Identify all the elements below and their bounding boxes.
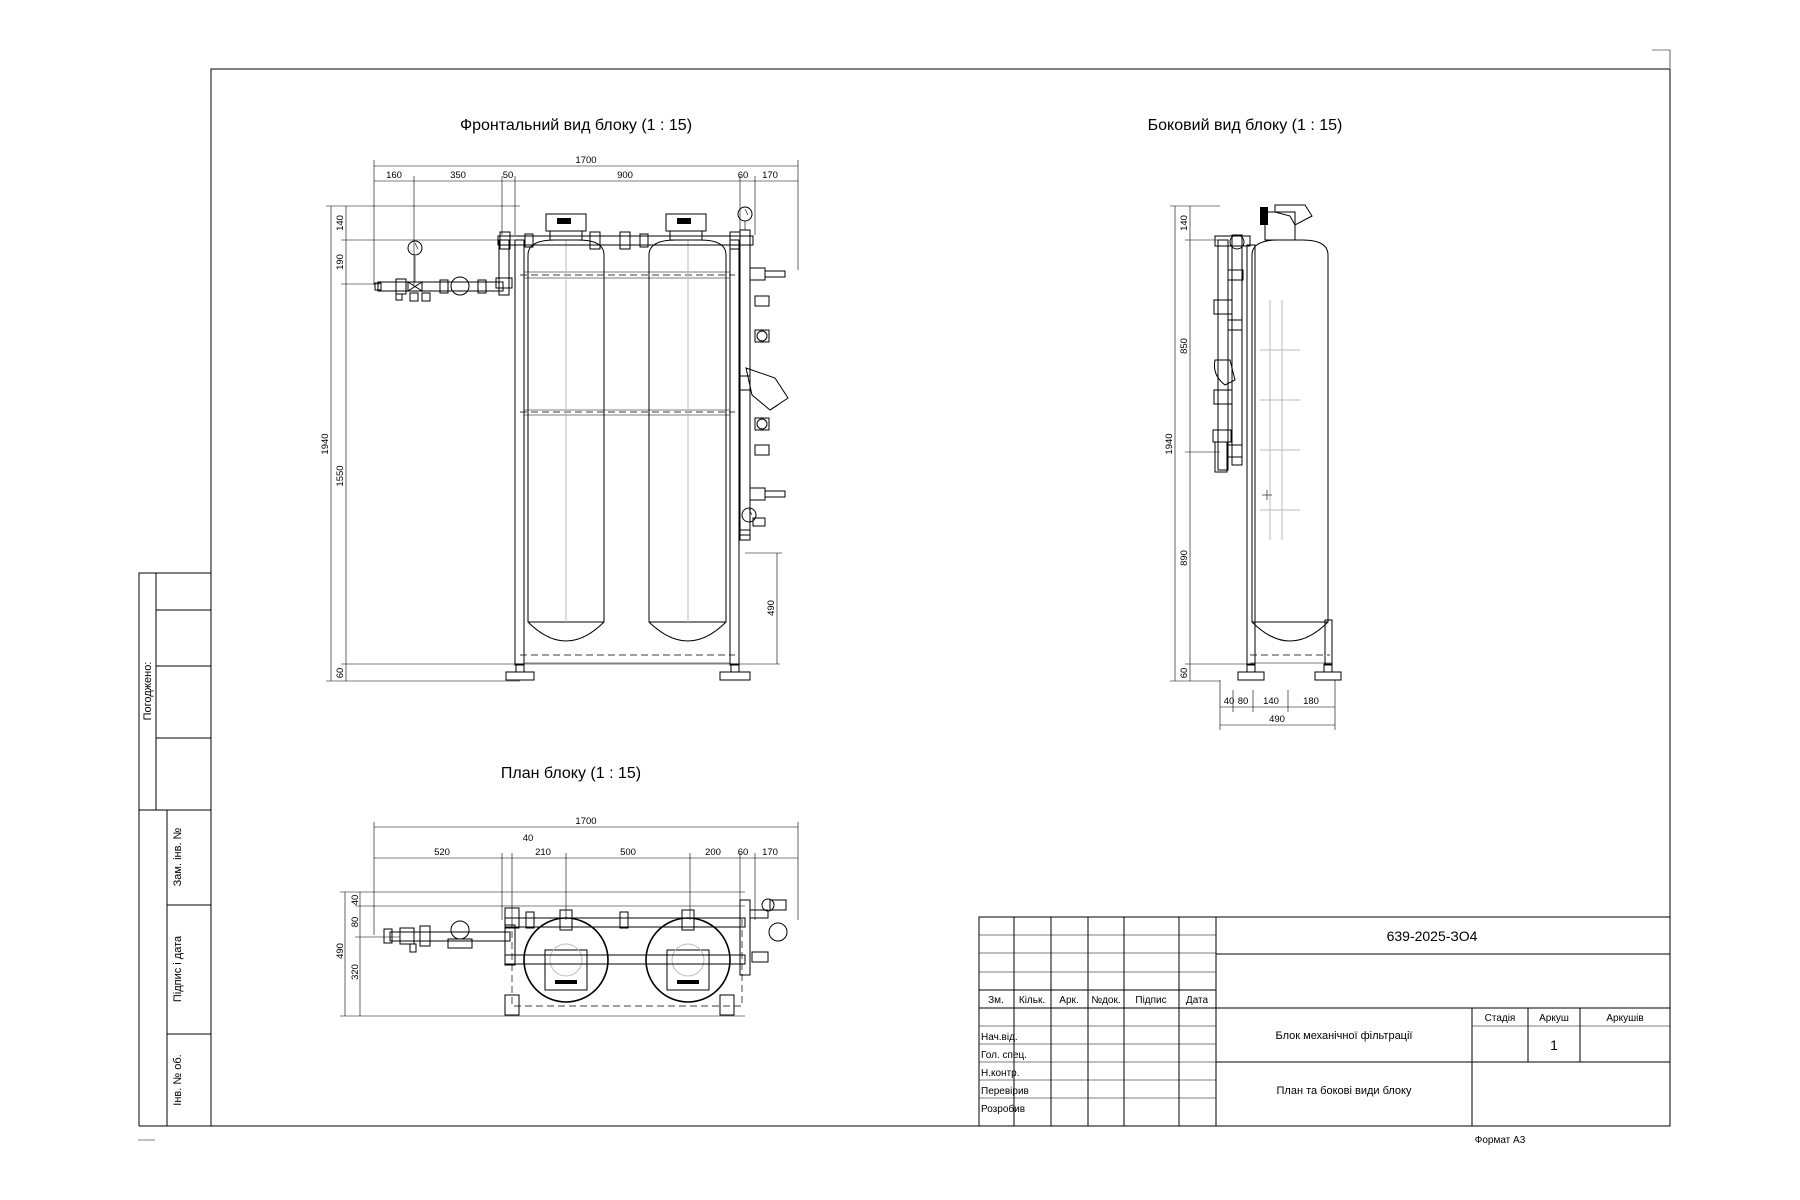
col-doc: №док. <box>1091 995 1120 1006</box>
front-right-dimension: 490 <box>745 552 782 664</box>
front-filter-tanks <box>527 213 727 642</box>
stamp-sign-date: Підпис і дата <box>172 935 184 1002</box>
role-nach-vid: Нач.від. <box>981 1032 1018 1043</box>
side-dim-490: 490 <box>1269 714 1285 725</box>
project-name: Блок механічної фільтрації <box>1276 1030 1413 1042</box>
stamp-inv-orig: Інв. № об. <box>172 1054 184 1105</box>
plan-dim-60: 60 <box>738 847 749 858</box>
side-dim-40: 40 <box>1224 696 1235 707</box>
plan-frame <box>504 907 743 1016</box>
side-dim-140: 140 <box>1179 215 1190 231</box>
plan-dim-40: 40 <box>523 833 534 844</box>
front-dim-1940: 1940 <box>320 433 331 454</box>
col-ark: Арк. <box>1059 995 1078 1006</box>
plan-manifold <box>383 898 788 976</box>
front-dim-1700: 1700 <box>575 155 596 166</box>
col-sign: Підпис <box>1135 995 1166 1006</box>
front-dim-160: 160 <box>386 170 402 181</box>
sheets-label: Аркушів <box>1606 1013 1643 1024</box>
front-dim-190: 190 <box>335 254 346 270</box>
front-side-valves <box>739 267 789 541</box>
front-dim-1550: 1550 <box>335 465 346 486</box>
sheet-value: 1 <box>1550 1037 1558 1053</box>
side-dim-850: 850 <box>1179 338 1190 354</box>
stage-label: Стадія <box>1485 1013 1516 1024</box>
col-date: Дата <box>1186 995 1209 1006</box>
front-dim-60: 60 <box>738 170 749 181</box>
plan-dim-80: 80 <box>350 917 361 928</box>
side-view: Боковий вид блоку (1 : 15) 140 850 1940 … <box>1148 117 1343 730</box>
plan-dim-1700: 1700 <box>575 816 596 827</box>
role-gol-spec: Гол. спец. <box>981 1050 1027 1061</box>
col-zm: Зм. <box>988 995 1004 1006</box>
sheet-name: План та бокові види блоку <box>1277 1085 1412 1097</box>
front-left-dimensions: 140 190 1940 1550 60 <box>320 205 780 682</box>
plan-dim-210: 210 <box>535 847 551 858</box>
plan-view-title: План блоку (1 : 15) <box>501 765 641 782</box>
plan-dim-490: 490 <box>335 943 346 959</box>
col-kilk: Кільк. <box>1019 995 1045 1006</box>
side-bottom-dimensions: 40 80 140 180 490 <box>1219 680 1336 730</box>
side-frame <box>1237 244 1342 681</box>
front-manifold <box>374 206 754 536</box>
front-dim-50: 50 <box>503 170 514 181</box>
side-dim-1940: 1940 <box>1164 433 1175 454</box>
front-dim-60b: 60 <box>335 668 346 679</box>
plan-top-dimensions: 1700 40 520 210 500 200 60 170 <box>373 816 799 935</box>
stamp-agreed: Погоджено: <box>142 662 154 721</box>
front-dim-900: 900 <box>617 170 633 181</box>
plan-dim-170: 170 <box>762 847 778 858</box>
plan-view: План блоку (1 : 15) 1700 40 520 210 500 … <box>335 765 799 1017</box>
paper-format: Формат А3 <box>1475 1135 1526 1146</box>
side-view-title: Боковий вид блоку (1 : 15) <box>1148 117 1343 134</box>
left-stamp: Погоджено: Зам. інв. № Підпис і дата Інв… <box>138 572 212 1127</box>
plan-left-dimensions: 40 80 490 320 <box>335 891 745 1017</box>
side-piping <box>1212 234 1251 473</box>
front-dim-350: 350 <box>450 170 466 181</box>
role-rozrobyv: Розробив <box>981 1103 1025 1115</box>
side-left-dimensions: 140 850 1940 890 60 <box>1164 205 1255 682</box>
role-n-kontr: Н.контр. <box>981 1068 1020 1079</box>
plan-dim-40b: 40 <box>350 895 361 906</box>
side-filter-tank <box>1251 204 1329 642</box>
front-dim-140: 140 <box>335 215 346 231</box>
front-dim-170: 170 <box>762 170 778 181</box>
front-dim-490: 490 <box>766 600 777 616</box>
side-dim-890: 890 <box>1179 550 1190 566</box>
plan-dim-320: 320 <box>350 964 361 980</box>
role-pereviryv: Перевірив <box>981 1086 1029 1097</box>
side-dim-140b: 140 <box>1263 696 1279 707</box>
side-dim-80: 80 <box>1238 696 1249 707</box>
drawing-code: 639-2025-ЗО4 <box>1387 928 1478 944</box>
corner-marks <box>138 49 1671 1141</box>
title-block: 639-2025-ЗО4 Зм. Кільк. Арк. №док. Підпи… <box>978 916 1671 1146</box>
front-frame <box>505 239 751 681</box>
side-dim-60: 60 <box>1179 668 1190 679</box>
plan-dim-520: 520 <box>434 847 450 858</box>
side-dim-180: 180 <box>1303 696 1319 707</box>
plan-dim-500: 500 <box>620 847 636 858</box>
front-top-dimensions: 1700 160 350 50 900 60 170 <box>373 155 799 285</box>
plan-dim-200: 200 <box>705 847 721 858</box>
front-view: Фронтальний вид блоку (1 : 15) 1700 160 … <box>320 117 799 682</box>
front-view-title: Фронтальний вид блоку (1 : 15) <box>460 117 692 134</box>
sheet-label: Аркуш <box>1539 1013 1569 1024</box>
plan-filter-tanks <box>523 917 731 1003</box>
drawing-frame <box>210 68 1671 1127</box>
stamp-replaced-inv: Зам. інв. № <box>172 827 184 886</box>
